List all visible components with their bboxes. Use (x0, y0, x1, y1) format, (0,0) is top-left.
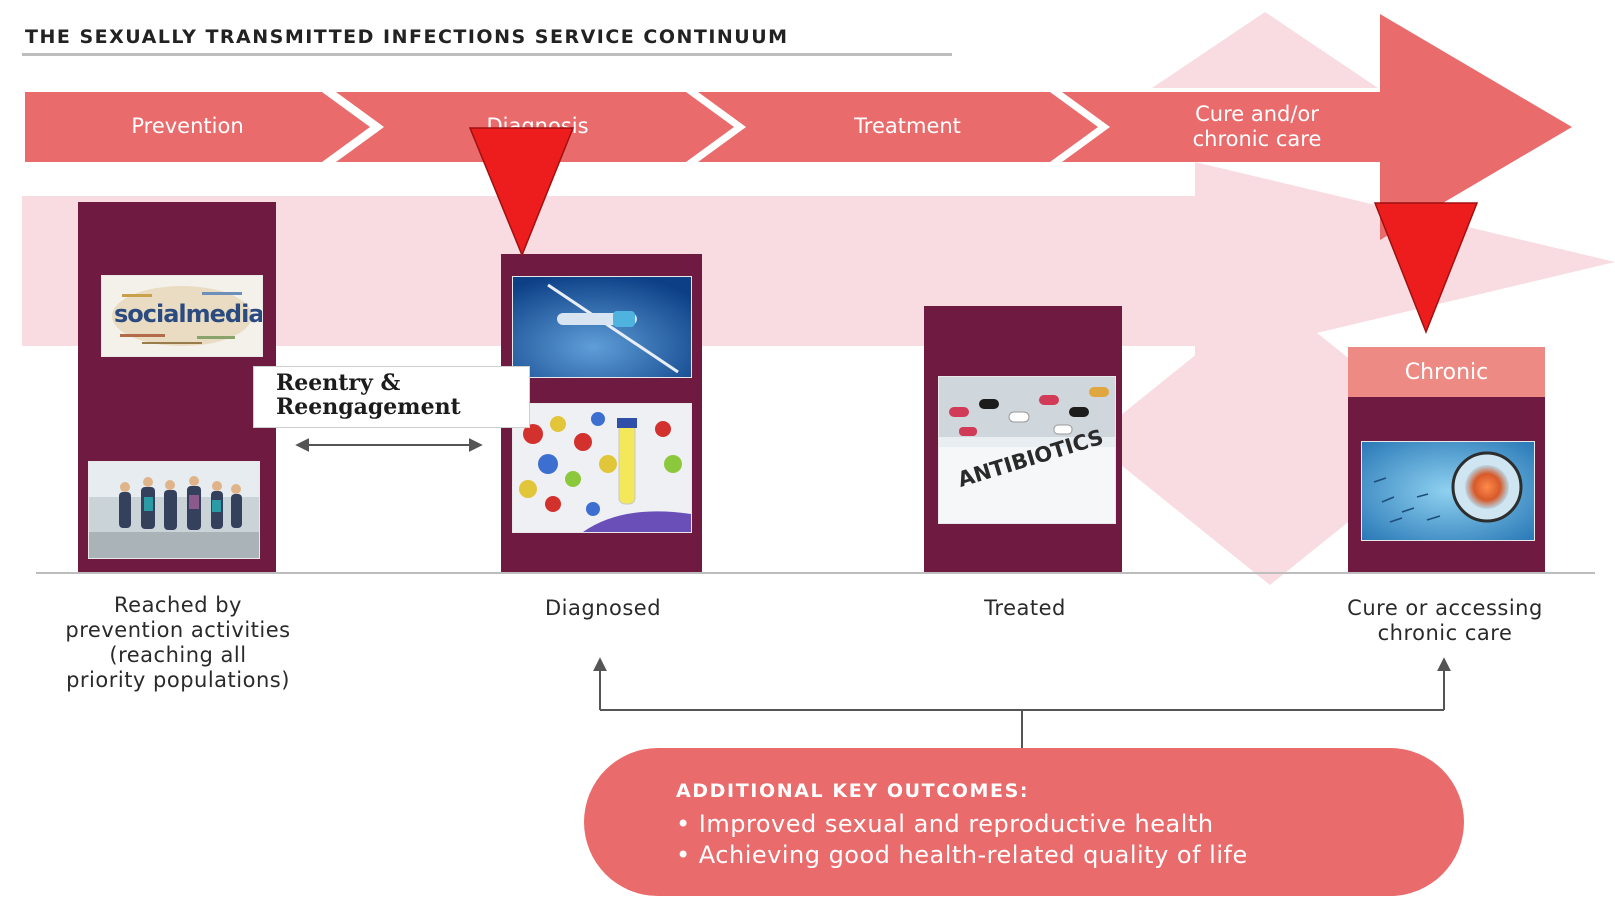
outcomes-heading: ADDITIONAL KEY OUTCOMES: (676, 780, 1030, 802)
pink-top-lobe (1152, 12, 1378, 88)
caption-diagnosed: Diagnosed (544, 596, 662, 620)
stage-label-cure-line1: Cure and/or (1195, 102, 1319, 126)
stage-label-treatment: Treatment (854, 114, 961, 138)
social-media-image: socialmedia (101, 275, 263, 357)
reentry-line2: Reengagement (276, 394, 461, 420)
stage-arrow-diagnosis (336, 92, 734, 162)
title-underline (22, 53, 952, 56)
people-walking-image (88, 461, 260, 559)
stage-arrow-prevention (25, 92, 370, 162)
page-title: THE SEXUALLY TRANSMITTED INFECTIONS SERV… (25, 26, 789, 48)
swab-image (512, 276, 692, 378)
stage-label-cure-line2: chronic care (1192, 127, 1322, 151)
caption-cure-line2: chronic care (1377, 621, 1513, 645)
caption-reached: Reached by prevention activities (reachi… (22, 593, 334, 693)
caption-cure-line1: Cure or accessing (1347, 596, 1543, 620)
reentry-line1: Reentry & (276, 370, 401, 396)
outcomes-pill: ADDITIONAL KEY OUTCOMES: • Improved sexu… (584, 748, 1464, 896)
stage-arrow-cure (1062, 14, 1572, 240)
cells-microscopy-image (1361, 441, 1535, 541)
chronic-tag: Chronic (1348, 347, 1545, 397)
caption-reached-line4: priority populations) (66, 668, 290, 692)
caption-reached-line1: Reached by (114, 593, 242, 617)
lab-tube-art (513, 404, 691, 532)
reentry-box: Reentry & Reengagement (253, 366, 530, 428)
lab-tube-image (512, 403, 692, 533)
outcome-item: • Achieving good health-related quality … (676, 841, 1248, 869)
stage-label-prevention: Prevention (131, 114, 244, 138)
antibiotics-art (939, 377, 1115, 523)
pink-band-arrow (22, 162, 1615, 362)
caption-reached-line3: (reaching all (109, 643, 247, 667)
antibiotics-image: ANTIBIOTICS (938, 376, 1116, 524)
stage-label-cure: Cure and/or chronic care (1162, 102, 1352, 152)
stage-arrow-treatment (698, 92, 1098, 162)
social-media-word: socialmedia (114, 300, 263, 328)
caption-treated: Treated (984, 596, 1066, 620)
swab-art (513, 277, 691, 377)
caption-cure: Cure or accessing chronic care (1305, 596, 1585, 646)
cells-microscopy-art (1362, 442, 1534, 540)
social-media-wordcloud-art (102, 276, 262, 356)
people-walking-art (89, 462, 259, 558)
stage-label-diagnosis: Diagnosis (486, 114, 589, 138)
outcome-item: • Improved sexual and reproductive healt… (676, 810, 1214, 838)
caption-reached-line2: prevention activities (65, 618, 291, 642)
